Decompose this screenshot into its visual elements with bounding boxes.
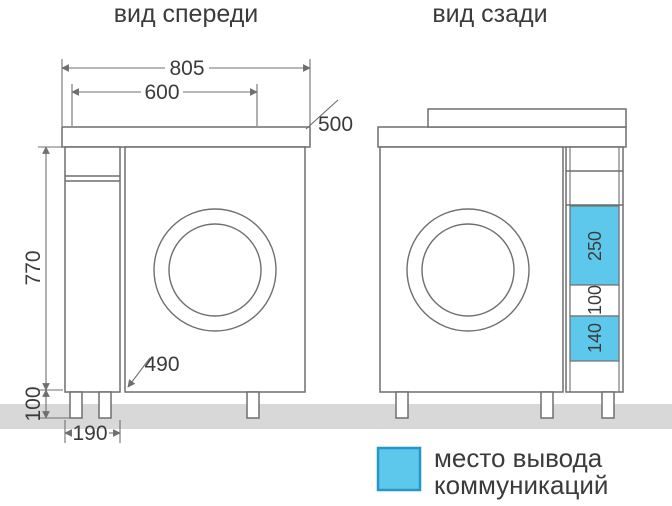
utility-zone-top <box>569 205 620 286</box>
washer-compartment-front <box>124 146 306 393</box>
dim-leg-height-label: 100 <box>22 386 45 421</box>
dim-zone-mid-label: 100 <box>585 285 605 315</box>
washer-door-inner <box>168 223 262 317</box>
cabinet-foot <box>601 391 615 419</box>
cabinet-foot <box>395 391 409 419</box>
back-view-title: вид сзади <box>432 0 547 28</box>
dim-height-label: 770 <box>22 250 45 285</box>
dim-cabinet-width-label: 190 <box>72 422 107 445</box>
floor-strip <box>0 404 672 429</box>
dimension-total-width: 805 <box>61 57 311 126</box>
dim-inner-width-label: 600 <box>144 81 179 104</box>
washer-door-outer <box>153 208 277 332</box>
countertop-back <box>377 126 627 148</box>
side-cabinet <box>64 146 121 393</box>
legend-swatch <box>376 446 422 492</box>
dimension-niche-width: 490 <box>127 353 180 388</box>
dimension-cabinet-width: 190 <box>64 420 121 445</box>
dim-total-width-label: 805 <box>169 57 204 80</box>
dimension-depth: 500 <box>305 99 353 136</box>
dim-niche-width-label: 490 <box>144 353 179 376</box>
dimension-height: 770 <box>22 146 63 391</box>
dimension-leg-height: 100 <box>22 386 72 422</box>
cabinet-foot <box>69 391 83 419</box>
countertop-front <box>61 126 311 148</box>
cabinet-foot <box>540 391 554 419</box>
cabinet-foot <box>98 391 112 419</box>
dim-zone-bottom-label: 140 <box>585 323 605 353</box>
front-view-title: вид спереди <box>114 0 259 28</box>
front-view: 805 600 500 770 100 <box>22 57 353 445</box>
dim-depth-label: 500 <box>318 113 353 136</box>
utility-zone-middle <box>569 284 620 317</box>
backsplash <box>427 108 627 128</box>
back-view: 250 100 140 <box>377 108 627 419</box>
leader-line <box>305 99 339 130</box>
legend-label-line1: место вывода <box>434 443 603 473</box>
washer-door-outer <box>406 208 530 332</box>
washer-door-inner <box>421 223 515 317</box>
utility-zone-bottom <box>569 315 620 362</box>
dim-zone-top-label: 250 <box>585 231 605 261</box>
washer-compartment-back <box>379 146 564 393</box>
leader-line <box>127 357 151 388</box>
cabinet-foot <box>246 391 260 419</box>
legend-label-line2: коммуникаций <box>434 470 608 500</box>
legend: место вывода коммуникаций <box>376 443 608 500</box>
dimension-inner-width: 600 <box>71 81 258 126</box>
